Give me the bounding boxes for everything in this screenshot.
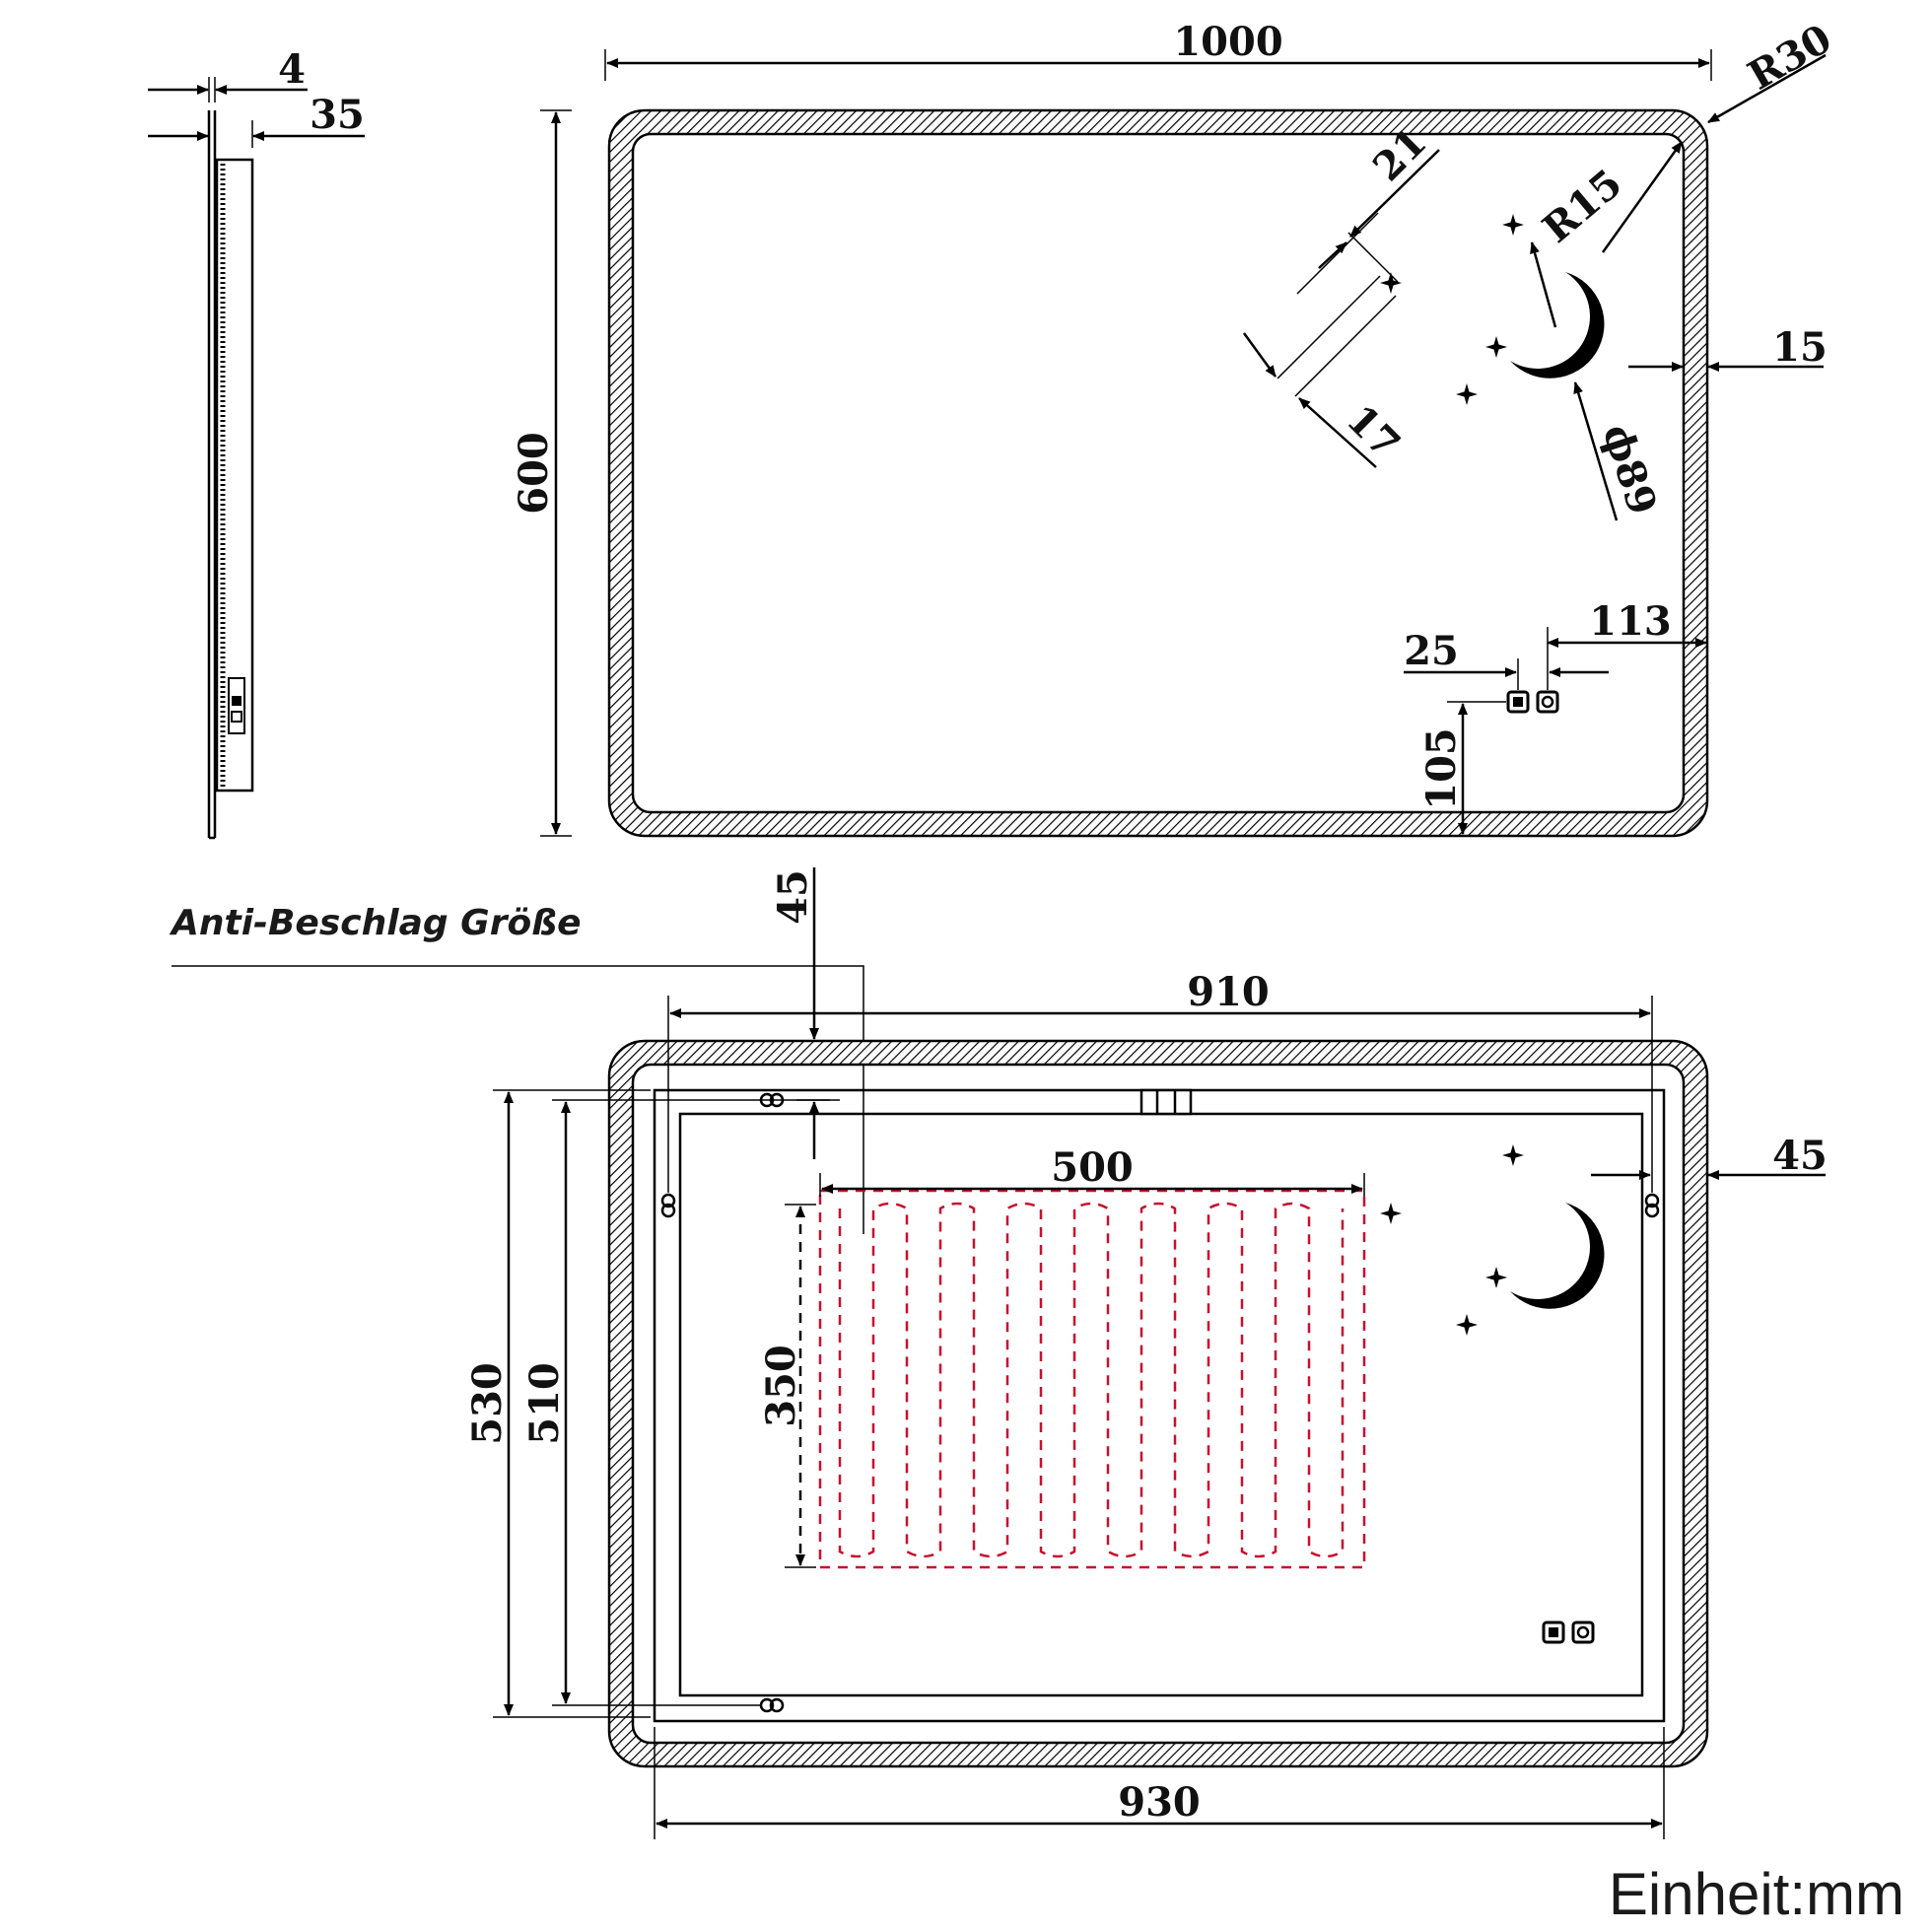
- heater-width-label: 500: [1051, 1144, 1134, 1191]
- frame-band-label: 15: [1772, 324, 1828, 371]
- hanger-icon: [660, 1193, 676, 1218]
- side-view: 4 35: [148, 46, 365, 840]
- section-title: Anti-Beschlag Größe: [169, 903, 582, 943]
- heating-element: [838, 1202, 1345, 1558]
- hanger-offset-right-label: 45: [1772, 1133, 1828, 1179]
- frame-height-inner-label: 510: [521, 1362, 568, 1445]
- hanger-icon: [1644, 1193, 1660, 1218]
- back-plate-inner: [678, 1112, 1644, 1697]
- depth-label: 35: [310, 92, 365, 138]
- moon-diameter-label: ϕ89: [1593, 419, 1666, 520]
- moon-icon: [1510, 1203, 1605, 1309]
- heating-pad-outline: [818, 1189, 1366, 1569]
- star-spacing-label: 17: [1338, 396, 1410, 468]
- hanger-icon: [759, 1697, 785, 1713]
- moon-icon: [1510, 272, 1605, 379]
- star-icon: [1502, 214, 1524, 236]
- back-view: 910 45 45 500 350 530 510 930: [464, 867, 1828, 1839]
- back-plate-outer: [653, 1088, 1666, 1723]
- defog-switch-icon: [1571, 1621, 1595, 1644]
- hanger-offset-top-label: 45: [770, 869, 816, 925]
- switch-offset-bottom-label: 105: [1418, 727, 1465, 810]
- star-icon: [1380, 1203, 1402, 1224]
- inner-radius-label: R15: [1534, 161, 1630, 252]
- heater-height-label: 350: [758, 1345, 804, 1427]
- outer-radius-label: R30: [1741, 16, 1839, 100]
- switch-spacing-label: 25: [1404, 628, 1459, 674]
- star-icon: [1485, 336, 1507, 358]
- title-leader: [172, 965, 864, 1234]
- connector-box: [1139, 1088, 1193, 1116]
- unit-label: Einheit:mm: [1609, 1861, 1904, 1927]
- width-label: 1000: [1173, 19, 1282, 65]
- back-led-frame: [607, 1039, 1709, 1768]
- defog-switch-icon: [1536, 690, 1559, 714]
- switch-offset-right-label: 113: [1589, 598, 1672, 645]
- height-label: 600: [511, 432, 557, 515]
- frame-height-outer-label: 530: [464, 1362, 511, 1445]
- front-view: 1000 600 R30 R15 15 21 17 ϕ89: [511, 16, 1839, 838]
- star-icon: [1456, 1314, 1478, 1336]
- glass-thickness-label: 4: [278, 46, 306, 93]
- frame-width-label: 930: [1118, 1779, 1201, 1826]
- star-icon: [1485, 1267, 1507, 1288]
- star-icon: [1502, 1144, 1524, 1166]
- hanger-span-label: 910: [1187, 969, 1270, 1015]
- star-icon: [1456, 383, 1478, 405]
